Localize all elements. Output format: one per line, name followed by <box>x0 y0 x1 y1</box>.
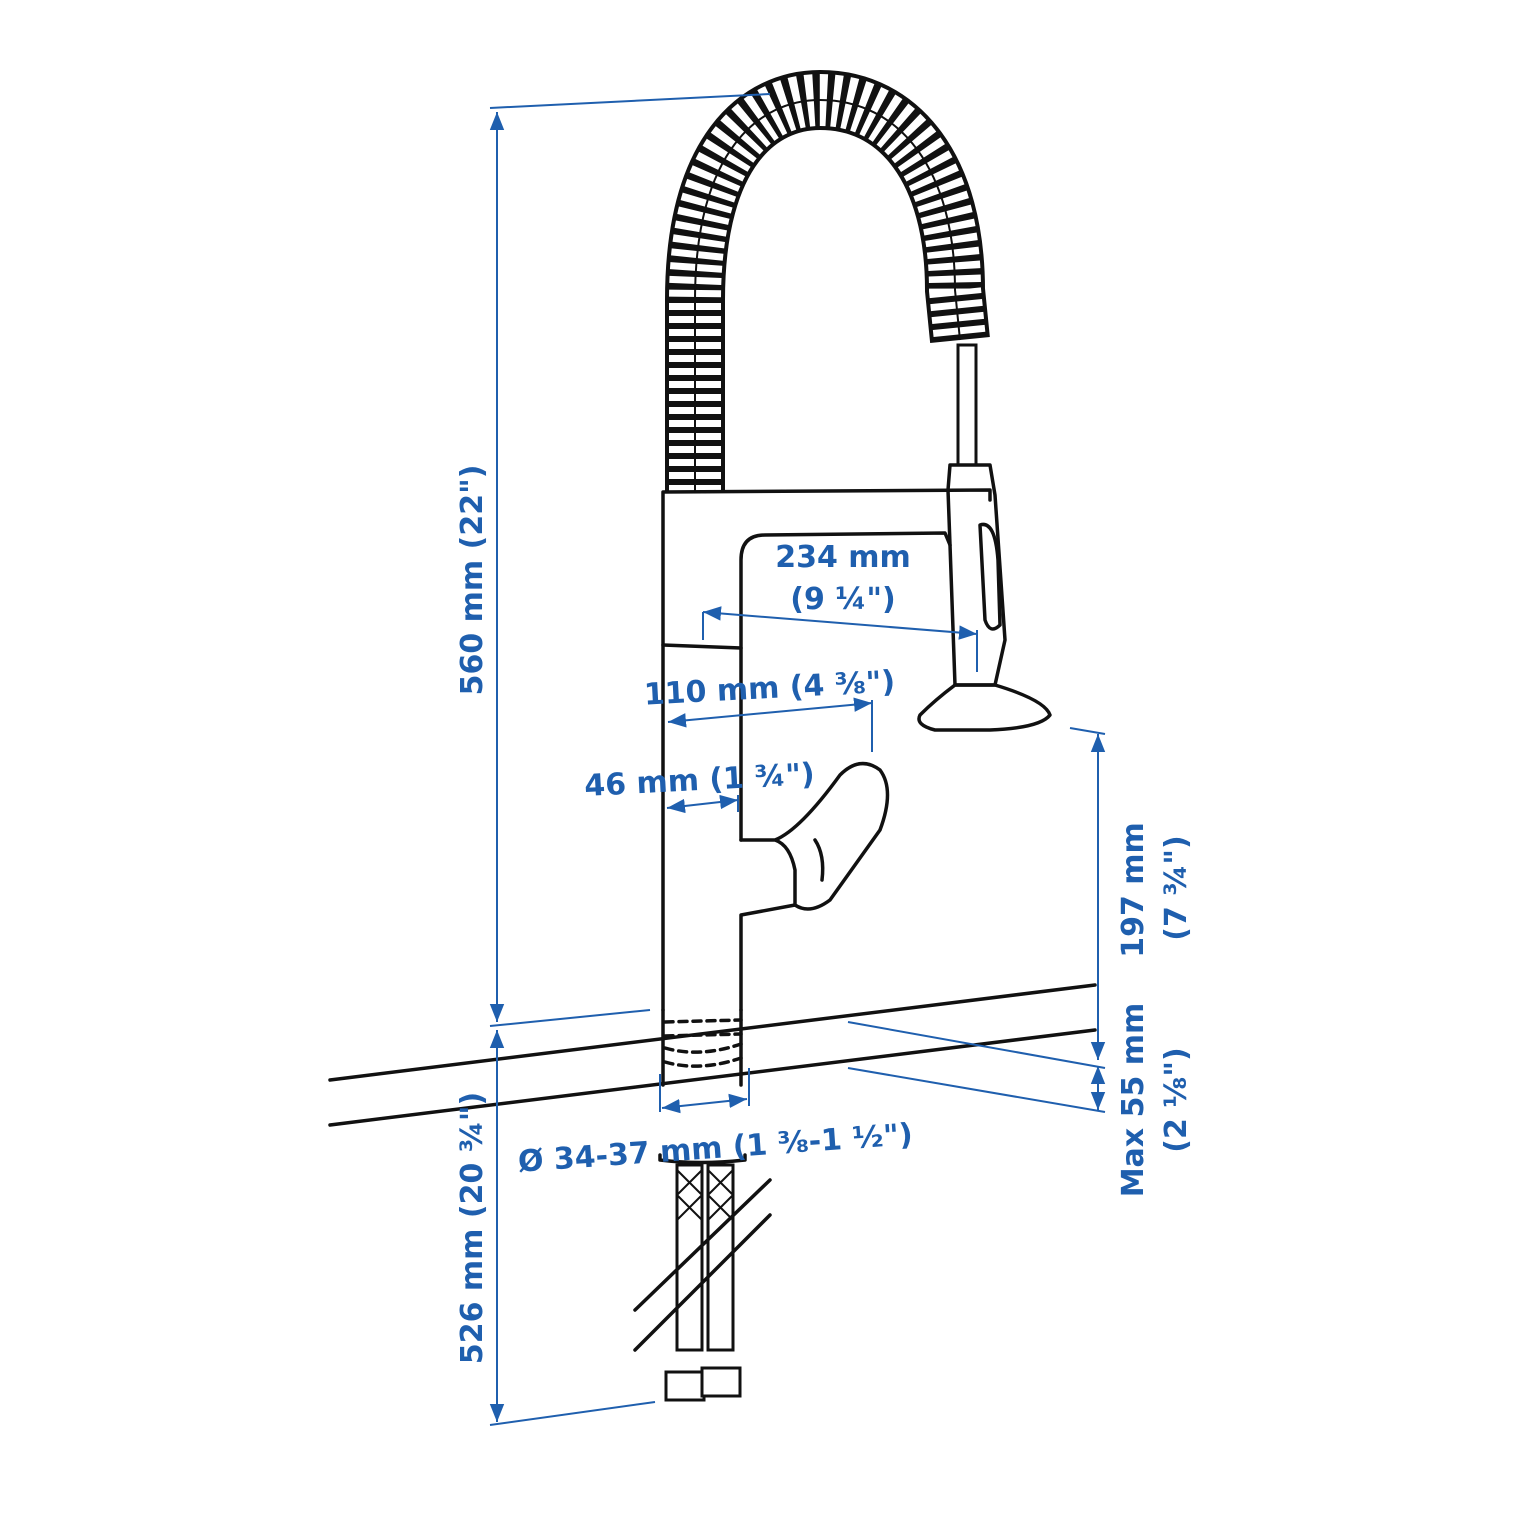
spout-clearance-mm-label: 197 mm <box>1116 822 1151 958</box>
supply-hoses <box>633 1163 772 1402</box>
max-counter-mm-label: Max 55 mm <box>1116 1003 1151 1198</box>
max-counter-in-label: (2 ⅛") <box>1159 1047 1194 1152</box>
below-counter-label: 526 mm (20 ¾") <box>455 1092 490 1364</box>
countertop <box>328 983 1097 1127</box>
spring-coil <box>665 69 990 492</box>
spout-reach-mm-label: 234 mm <box>775 540 911 575</box>
dimension-lines <box>489 93 1106 1426</box>
faucet-body <box>658 463 1052 1165</box>
total-height-label: 560 mm (22") <box>455 465 490 696</box>
spout-reach-in-label: (9 ¼") <box>790 582 895 617</box>
lever-reach-label: 110 mm (4 ⅜") <box>643 664 896 712</box>
spout-clearance-in-label: (7 ¾") <box>1159 835 1194 940</box>
body-diameter-label: 46 mm (1 ¾") <box>583 757 815 804</box>
